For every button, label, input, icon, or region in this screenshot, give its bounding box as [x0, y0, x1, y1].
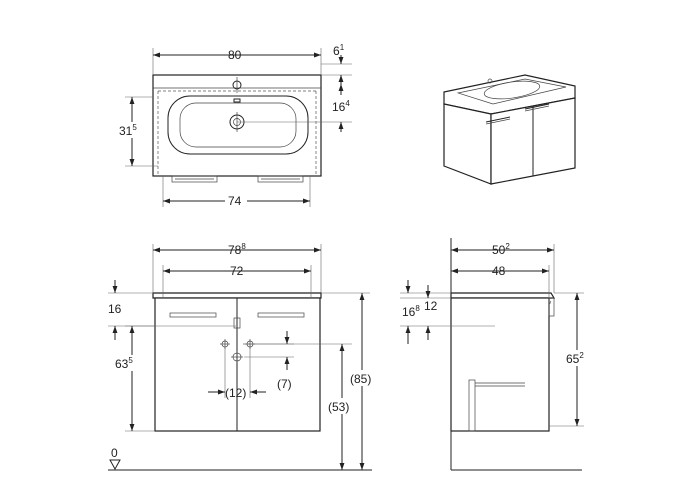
- top-view: 80 61 164 315 74: [118, 43, 352, 208]
- iso-handle-right: [524, 103, 550, 110]
- dim-rim-thickness: 12: [424, 299, 438, 313]
- dim-overall-width: 788: [228, 242, 246, 257]
- front-handle-right: [257, 312, 305, 318]
- isometric-view: [443, 74, 576, 185]
- dim-right-offset: 61: [333, 43, 345, 58]
- dim-cabinet-height: 635: [115, 356, 133, 371]
- dim-total-height: (85): [350, 372, 371, 386]
- iso-handle-left: [485, 116, 511, 123]
- floor-level-label: 0: [111, 446, 118, 460]
- dim-cabinet-depth: 48: [492, 264, 506, 278]
- front-view: 788 72 16 635 (12) (7) (53): [108, 242, 378, 471]
- dim-cabinet-width: 72: [230, 264, 244, 278]
- dim-drain-height: (53): [328, 400, 349, 414]
- front-basin-rim: [152, 292, 322, 299]
- side-cabinet: [450, 297, 550, 432]
- dim-inner-width: 74: [228, 194, 242, 208]
- front-handle-left: [169, 312, 217, 318]
- dim-side-height: 652: [566, 351, 584, 366]
- dim-tap-offset: 164: [332, 99, 350, 114]
- top-view-basin: [167, 95, 309, 155]
- dim-drain-offset: (7): [277, 377, 292, 391]
- iso-left-side: [443, 103, 492, 185]
- dim-drain-spacing: (12): [225, 386, 246, 400]
- dim-rim-height: 168: [402, 304, 420, 319]
- dim-basin-height: 16: [108, 302, 122, 316]
- dim-overall-depth: 502: [492, 242, 510, 257]
- side-view: 502 48 168 12 652: [400, 238, 597, 471]
- side-rim: [450, 292, 556, 299]
- dim-top-depth: 315: [119, 123, 137, 138]
- dim-top-width: 80: [228, 48, 242, 62]
